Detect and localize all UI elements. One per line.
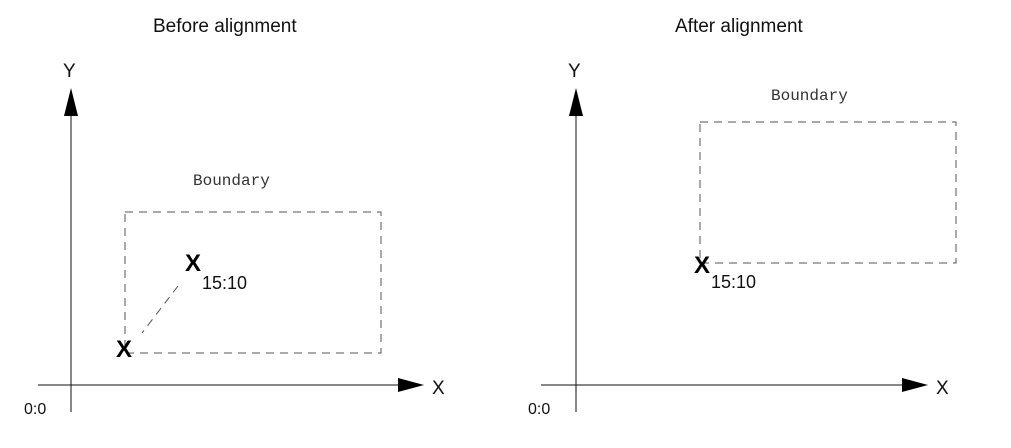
after-panel: After alignment Y X 0:0 Boundary X 15:10 [528,16,957,418]
before-origin-label: 0:0 [24,401,46,418]
after-y-axis-label: Y [568,61,581,82]
after-boundary-rect [699,121,957,264]
after-origin-label: 0:0 [528,401,550,418]
before-y-axis-label: Y [63,61,76,82]
after-title: After alignment [675,16,804,37]
before-x-arrowhead [398,378,424,392]
before-offset-line [141,285,179,334]
after-x-arrowhead [902,378,928,392]
after-coord: 15:10 [711,272,756,292]
before-target-marker: X [185,250,201,277]
before-boundary-label: Boundary [193,172,270,190]
after-marker: X [694,252,710,279]
after-y-arrowhead [569,88,583,116]
after-x-axis-label: X [936,378,949,399]
after-boundary-label: Boundary [771,87,848,105]
before-target-coord: 15:10 [202,273,247,293]
before-panel: Before alignment Y X 0:0 Boundary X X 15… [24,16,445,418]
before-x-axis-label: X [432,378,445,399]
before-origin-marker: X [116,336,132,363]
before-y-arrowhead [64,88,78,116]
before-boundary-rect [124,211,382,354]
before-title: Before alignment [153,16,297,37]
